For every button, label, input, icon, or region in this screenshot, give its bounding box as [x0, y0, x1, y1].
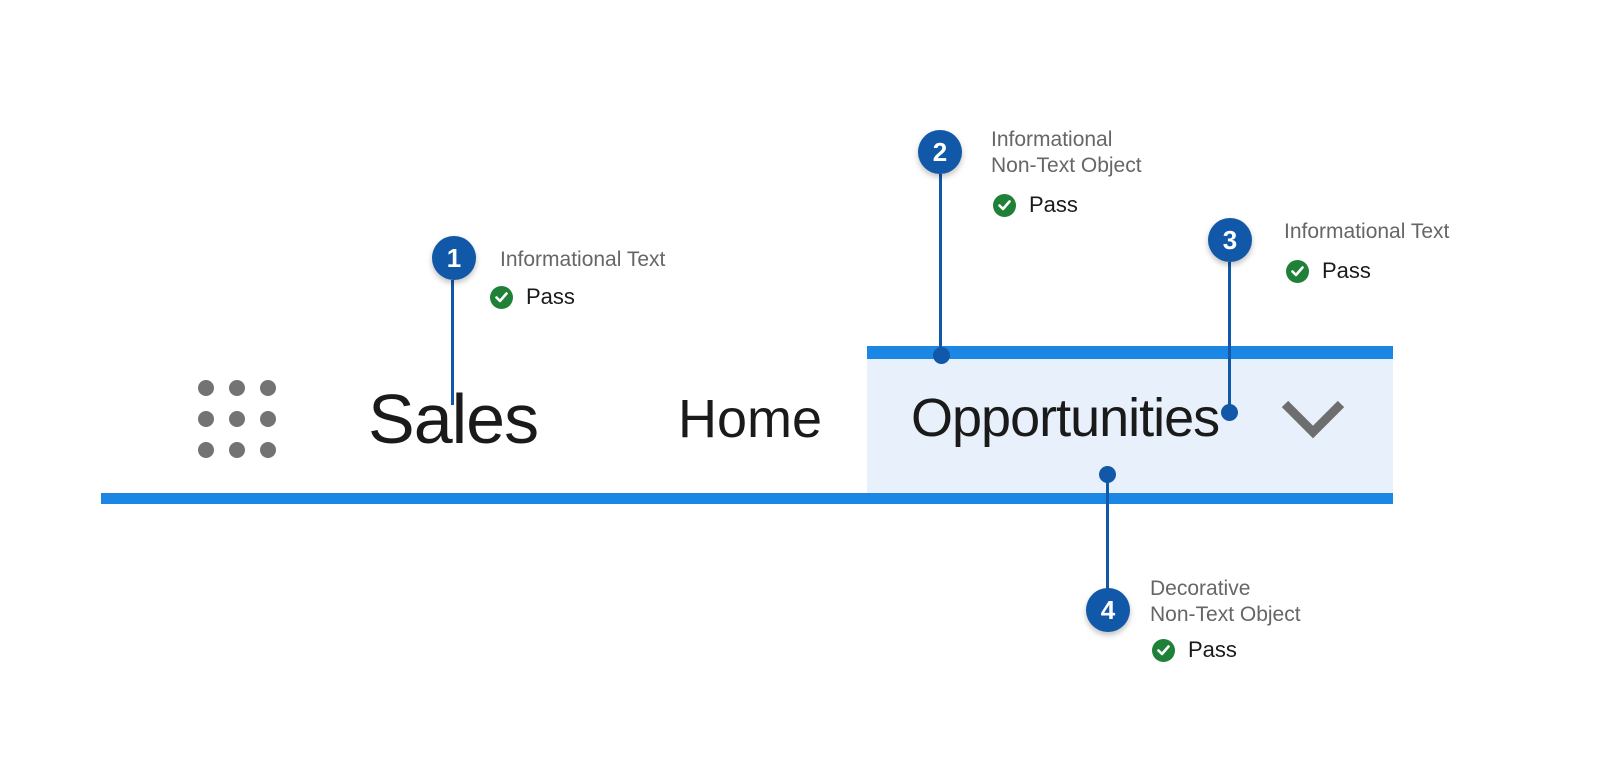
callout-2-label: Informational Non-Text Object — [991, 127, 1142, 179]
callout-2-label-line2: Non-Text Object — [991, 154, 1142, 177]
callout-2-leader-line — [939, 174, 942, 355]
waffle-dot — [198, 411, 214, 427]
callout-4-number: 4 — [1100, 594, 1116, 625]
callout-2-number: 2 — [932, 136, 948, 167]
pass-label: Pass — [1029, 192, 1078, 217]
nav-underline-bar — [101, 493, 1393, 504]
callout-1-badge: 1 — [432, 236, 476, 280]
callout-4-status: Pass — [1152, 637, 1237, 662]
waffle-menu-icon[interactable] — [198, 380, 276, 458]
waffle-dot — [229, 380, 245, 396]
waffle-dot — [260, 411, 276, 427]
callout-3-badge: 3 — [1208, 218, 1252, 262]
waffle-dot — [260, 380, 276, 396]
callout-4-label-line2: Non-Text Object — [1150, 603, 1301, 626]
callout-4-anchor-dot — [1099, 466, 1116, 483]
callout-1-status: Pass — [490, 284, 575, 309]
chevron-down-icon[interactable] — [1281, 398, 1345, 442]
waffle-dot — [198, 442, 214, 458]
pass-label: Pass — [1188, 637, 1237, 662]
pass-check-icon — [490, 285, 513, 309]
callout-1-leader-line — [451, 280, 454, 405]
pass-label: Pass — [526, 284, 575, 309]
callout-4-label-line1: Decorative — [1150, 577, 1251, 600]
callout-3-number: 3 — [1222, 224, 1238, 255]
callout-3-leader-line — [1228, 262, 1231, 412]
callout-3-label: Informational Text — [1284, 220, 1450, 243]
callout-3-status: Pass — [1286, 258, 1371, 283]
nav-item-home[interactable]: Home — [678, 389, 823, 449]
callout-4-label: Decorative Non-Text Object — [1150, 576, 1301, 628]
nav-item-opportunities[interactable]: Opportunities — [867, 346, 1393, 493]
waffle-dot — [260, 442, 276, 458]
callout-2-badge: 2 — [918, 130, 962, 174]
callout-2-anchor-dot — [933, 347, 950, 364]
callout-2-label-line1: Informational — [991, 128, 1113, 151]
pass-check-icon — [1286, 259, 1309, 283]
pass-check-icon — [1152, 638, 1175, 662]
waffle-dot — [229, 411, 245, 427]
callout-4-badge: 4 — [1086, 588, 1130, 632]
waffle-dot — [198, 380, 214, 396]
tab-top-accent — [867, 346, 1393, 359]
callout-1-number: 1 — [446, 242, 462, 273]
callout-1-label: Informational Text — [500, 248, 666, 271]
callout-2-status: Pass — [993, 192, 1078, 217]
pass-label: Pass — [1322, 258, 1371, 283]
pass-check-icon — [993, 193, 1016, 217]
nav-item-opportunities-label: Opportunities — [911, 388, 1220, 448]
callout-3-anchor-dot — [1221, 404, 1238, 421]
callout-4-leader-line — [1106, 474, 1109, 590]
waffle-dot — [229, 442, 245, 458]
